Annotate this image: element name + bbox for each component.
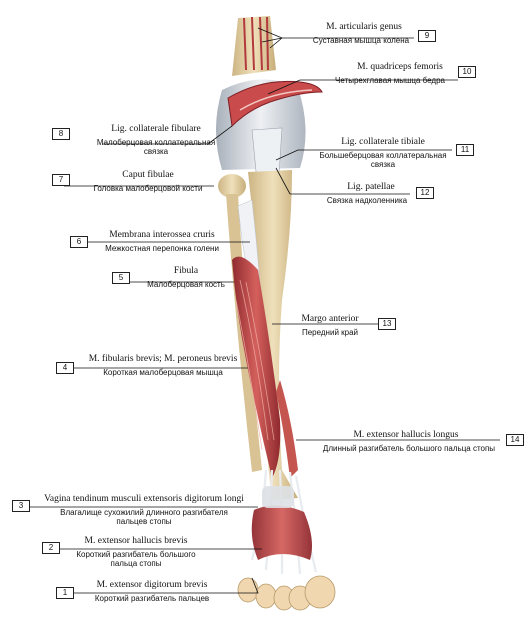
label-4-russian: Короткая малоберцовая мышца	[103, 368, 223, 377]
label-8-latin: Lig. collaterale fibulare	[111, 124, 201, 134]
label-4-latin: M. fibularis brevis; M. peroneus brevis	[88, 354, 238, 364]
label-1-russian: Короткий разгибатель пальцев	[94, 594, 210, 603]
label-2-russian-1: Короткий разгибатель большого	[76, 550, 196, 559]
label-4-number: 4	[56, 362, 74, 374]
label-9-latin: M. articularis genus	[326, 22, 402, 32]
label-5-russian: Малоберцовая кость	[147, 280, 225, 289]
label-10-latin: M. quadriceps femoris	[357, 62, 443, 72]
leader-lines	[28, 27, 500, 594]
label-13-latin: Margo anterior	[301, 314, 359, 324]
label-1-latin: M. extensor digitorum brevis	[96, 580, 208, 590]
label-13-number: 13	[378, 318, 396, 330]
label-6-russian: Межкостная перепонка голени	[105, 244, 219, 253]
label-14-russian: Длинный разгибатель большого пальца стоп…	[322, 444, 496, 453]
quadriceps-femoris	[227, 80, 323, 128]
label-14-latin: M. extensor hallucis longus	[353, 430, 459, 440]
label-5-number: 5	[112, 272, 130, 284]
label-3-russian-2: пальцев стопы	[116, 517, 172, 526]
label-9-russian: Суставная мышца колена	[312, 36, 410, 45]
label-11-russian-1: Большеберцовая коллатеральная	[319, 151, 447, 160]
label-9-number: 9	[418, 30, 436, 42]
label-7-russian: Головка малоберцовой кости	[93, 184, 203, 193]
label-7-latin: Caput fibulae	[122, 170, 174, 180]
label-10-russian: Четырехглавая мышца бедра	[335, 76, 445, 85]
label-2-latin: M. extensor hallucis brevis	[84, 536, 188, 546]
label-3-latin: Vagina tendinum musculi extensoris digit…	[44, 494, 244, 504]
label-11-latin: Lig. collaterale tibiale	[341, 137, 425, 147]
extensor-hallucis-longus	[276, 380, 298, 478]
label-13-russian: Передний край	[301, 328, 359, 337]
label-2-russian-2: пальца стопы	[110, 559, 162, 568]
label-12-latin: Lig. patellae	[347, 182, 395, 192]
label-6-number: 6	[70, 236, 88, 248]
label-7-number: 7	[52, 174, 70, 186]
label-5-latin: Fibula	[173, 266, 199, 276]
label-8-russian-1: Малоберцовая коллатеральная	[96, 138, 216, 147]
label-11-russian-2: связка	[370, 160, 396, 169]
label-1-number: 1	[56, 587, 74, 599]
toes	[237, 575, 336, 611]
label-12-russian: Связка надколенника	[326, 196, 408, 205]
label-12-number: 12	[416, 187, 434, 199]
label-8-russian-2: связка	[143, 147, 169, 156]
label-10-number: 10	[458, 66, 476, 78]
label-6-latin: Membrana interossea cruris	[109, 230, 215, 240]
tibia	[248, 170, 298, 500]
label-14-number: 14	[506, 434, 524, 446]
articularis-genus-muscle	[243, 16, 269, 71]
tendon-sheath	[262, 486, 294, 508]
fibula-head	[218, 174, 246, 198]
label-2-number: 2	[42, 542, 60, 554]
label-11-number: 11	[456, 144, 474, 156]
extensor-digitorum-brevis	[251, 505, 312, 560]
label-3-russian-1: Влагалище сухожилий длинного разгибателя	[60, 508, 228, 517]
label-8-number: 8	[52, 128, 70, 140]
peroneus-brevis-muscle	[232, 256, 281, 478]
label-3-number: 3	[12, 500, 30, 512]
